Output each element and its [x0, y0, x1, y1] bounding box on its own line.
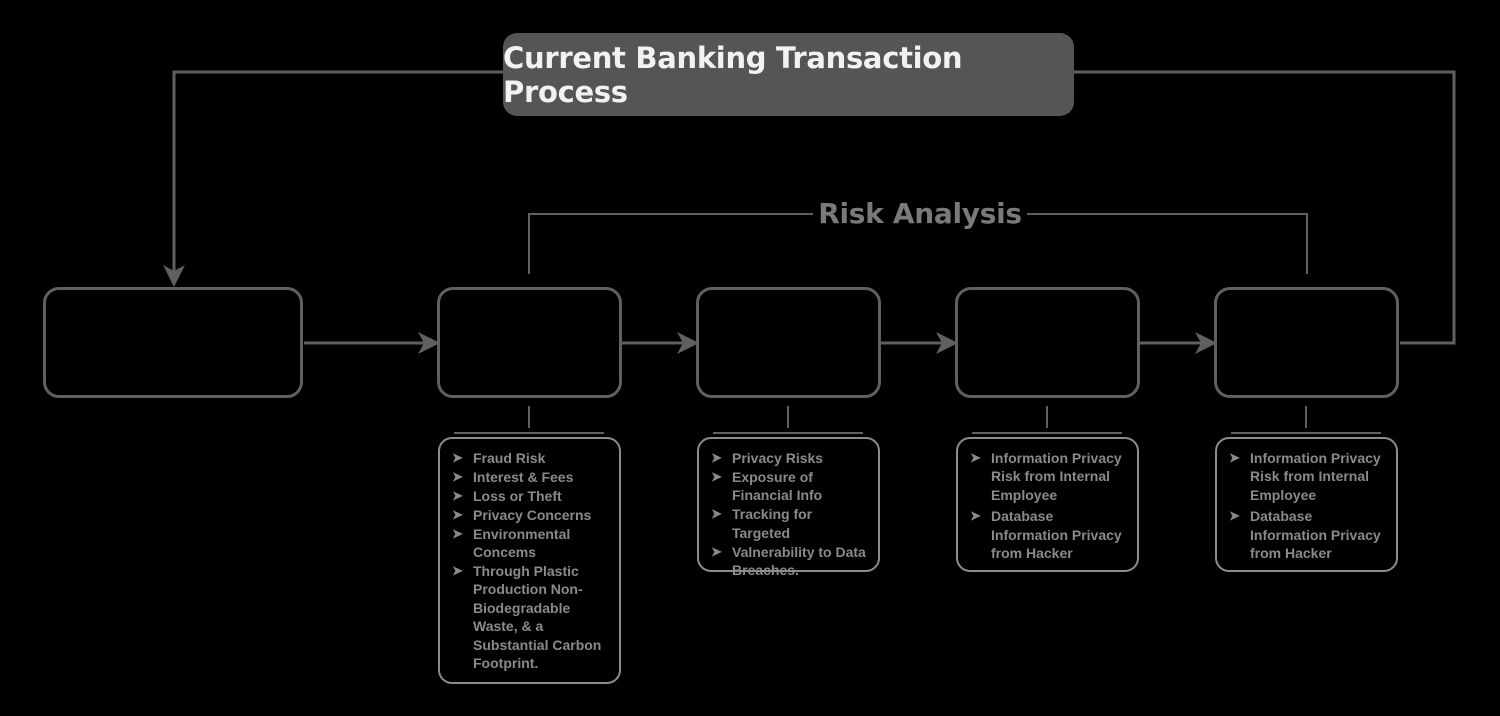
arrow-bullet-icon: ➤: [970, 450, 981, 465]
risk-card-2: ➤Privacy Risks ➤Exposure of Financial In…: [697, 437, 880, 578]
risk-item: ➤Exposure of Financial Info: [711, 468, 823, 504]
risk-item: ➤Environmental Concems: [452, 525, 571, 561]
arrow-bullet-icon: ➤: [452, 506, 463, 522]
diagram-title: Current Banking Transaction Process: [503, 40, 963, 109]
arrow-bullet-icon: ➤: [452, 487, 463, 503]
arrow-bullet-icon: ➤: [452, 562, 463, 578]
arrow-bullet-icon: ➤: [711, 468, 722, 484]
feedback-loop-line: [1074, 70, 1456, 345]
risk-item: ➤Database Information Privacy from Hacke…: [1229, 508, 1381, 562]
stage-box-2: [437, 287, 622, 398]
risk-card-4: ➤Information Privacy Risk from Internal …: [1215, 437, 1398, 572]
arrow-bullet-icon: ➤: [711, 506, 722, 522]
feedback-loop-line-left: [163, 70, 503, 287]
risk-item: ➤Interest & Fees: [452, 468, 574, 485]
stage-box-3: [696, 287, 881, 398]
stage-box-4: [955, 287, 1140, 398]
risk-item: ➤Information Privacy Risk from Internal …: [1229, 450, 1381, 503]
risk-item: ➤Valnerability to Data Breaches.: [711, 543, 866, 578]
arrow-bullet-icon: ➤: [711, 450, 722, 465]
risk-analysis-label: Risk Analysis: [813, 194, 1027, 234]
risk-item: ➤Tracking for Targeted: [711, 506, 813, 541]
risk-list: ➤Information Privacy Risk from Internal …: [1229, 449, 1388, 562]
arrow-bullet-icon: ➤: [1229, 450, 1240, 465]
stage-box-1: [43, 287, 303, 398]
arrow-bullet-icon: ➤: [1229, 508, 1240, 524]
stage-box-5: [1214, 287, 1399, 398]
risk-item: ➤Fraud Risk: [452, 450, 546, 466]
arrow-bullet-icon: ➤: [452, 525, 463, 541]
risk-item: ➤Loss or Theft: [452, 487, 562, 504]
risk-card-1: ➤Fraud Risk ➤Interest & Fees ➤Loss or Th…: [438, 437, 621, 684]
arrow-bullet-icon: ➤: [452, 468, 463, 484]
risk-item: ➤Privacy Concerns: [452, 506, 592, 523]
arrow-bullet-icon: ➤: [970, 508, 981, 524]
risk-list: ➤Privacy Risks ➤Exposure of Financial In…: [711, 449, 870, 579]
risk-card-3: ➤Information Privacy Risk from Internal …: [956, 437, 1139, 572]
risk-item: ➤Privacy Risks: [711, 450, 824, 466]
risk-list: ➤Information Privacy Risk from Internal …: [970, 449, 1129, 562]
title-box: Current Banking Transaction Process: [503, 33, 1074, 116]
arrow-bullet-icon: ➤: [452, 450, 463, 465]
risk-item: ➤Information Privacy Risk from Internal …: [970, 450, 1122, 503]
risk-item: ➤Database Information Privacy from Hacke…: [970, 508, 1122, 562]
arrow-bullet-icon: ➤: [711, 543, 722, 559]
risk-list: ➤Fraud Risk ➤Interest & Fees ➤Loss or Th…: [452, 449, 611, 672]
risk-item: ➤Through Plastic Production Non-Biodegra…: [452, 562, 602, 671]
